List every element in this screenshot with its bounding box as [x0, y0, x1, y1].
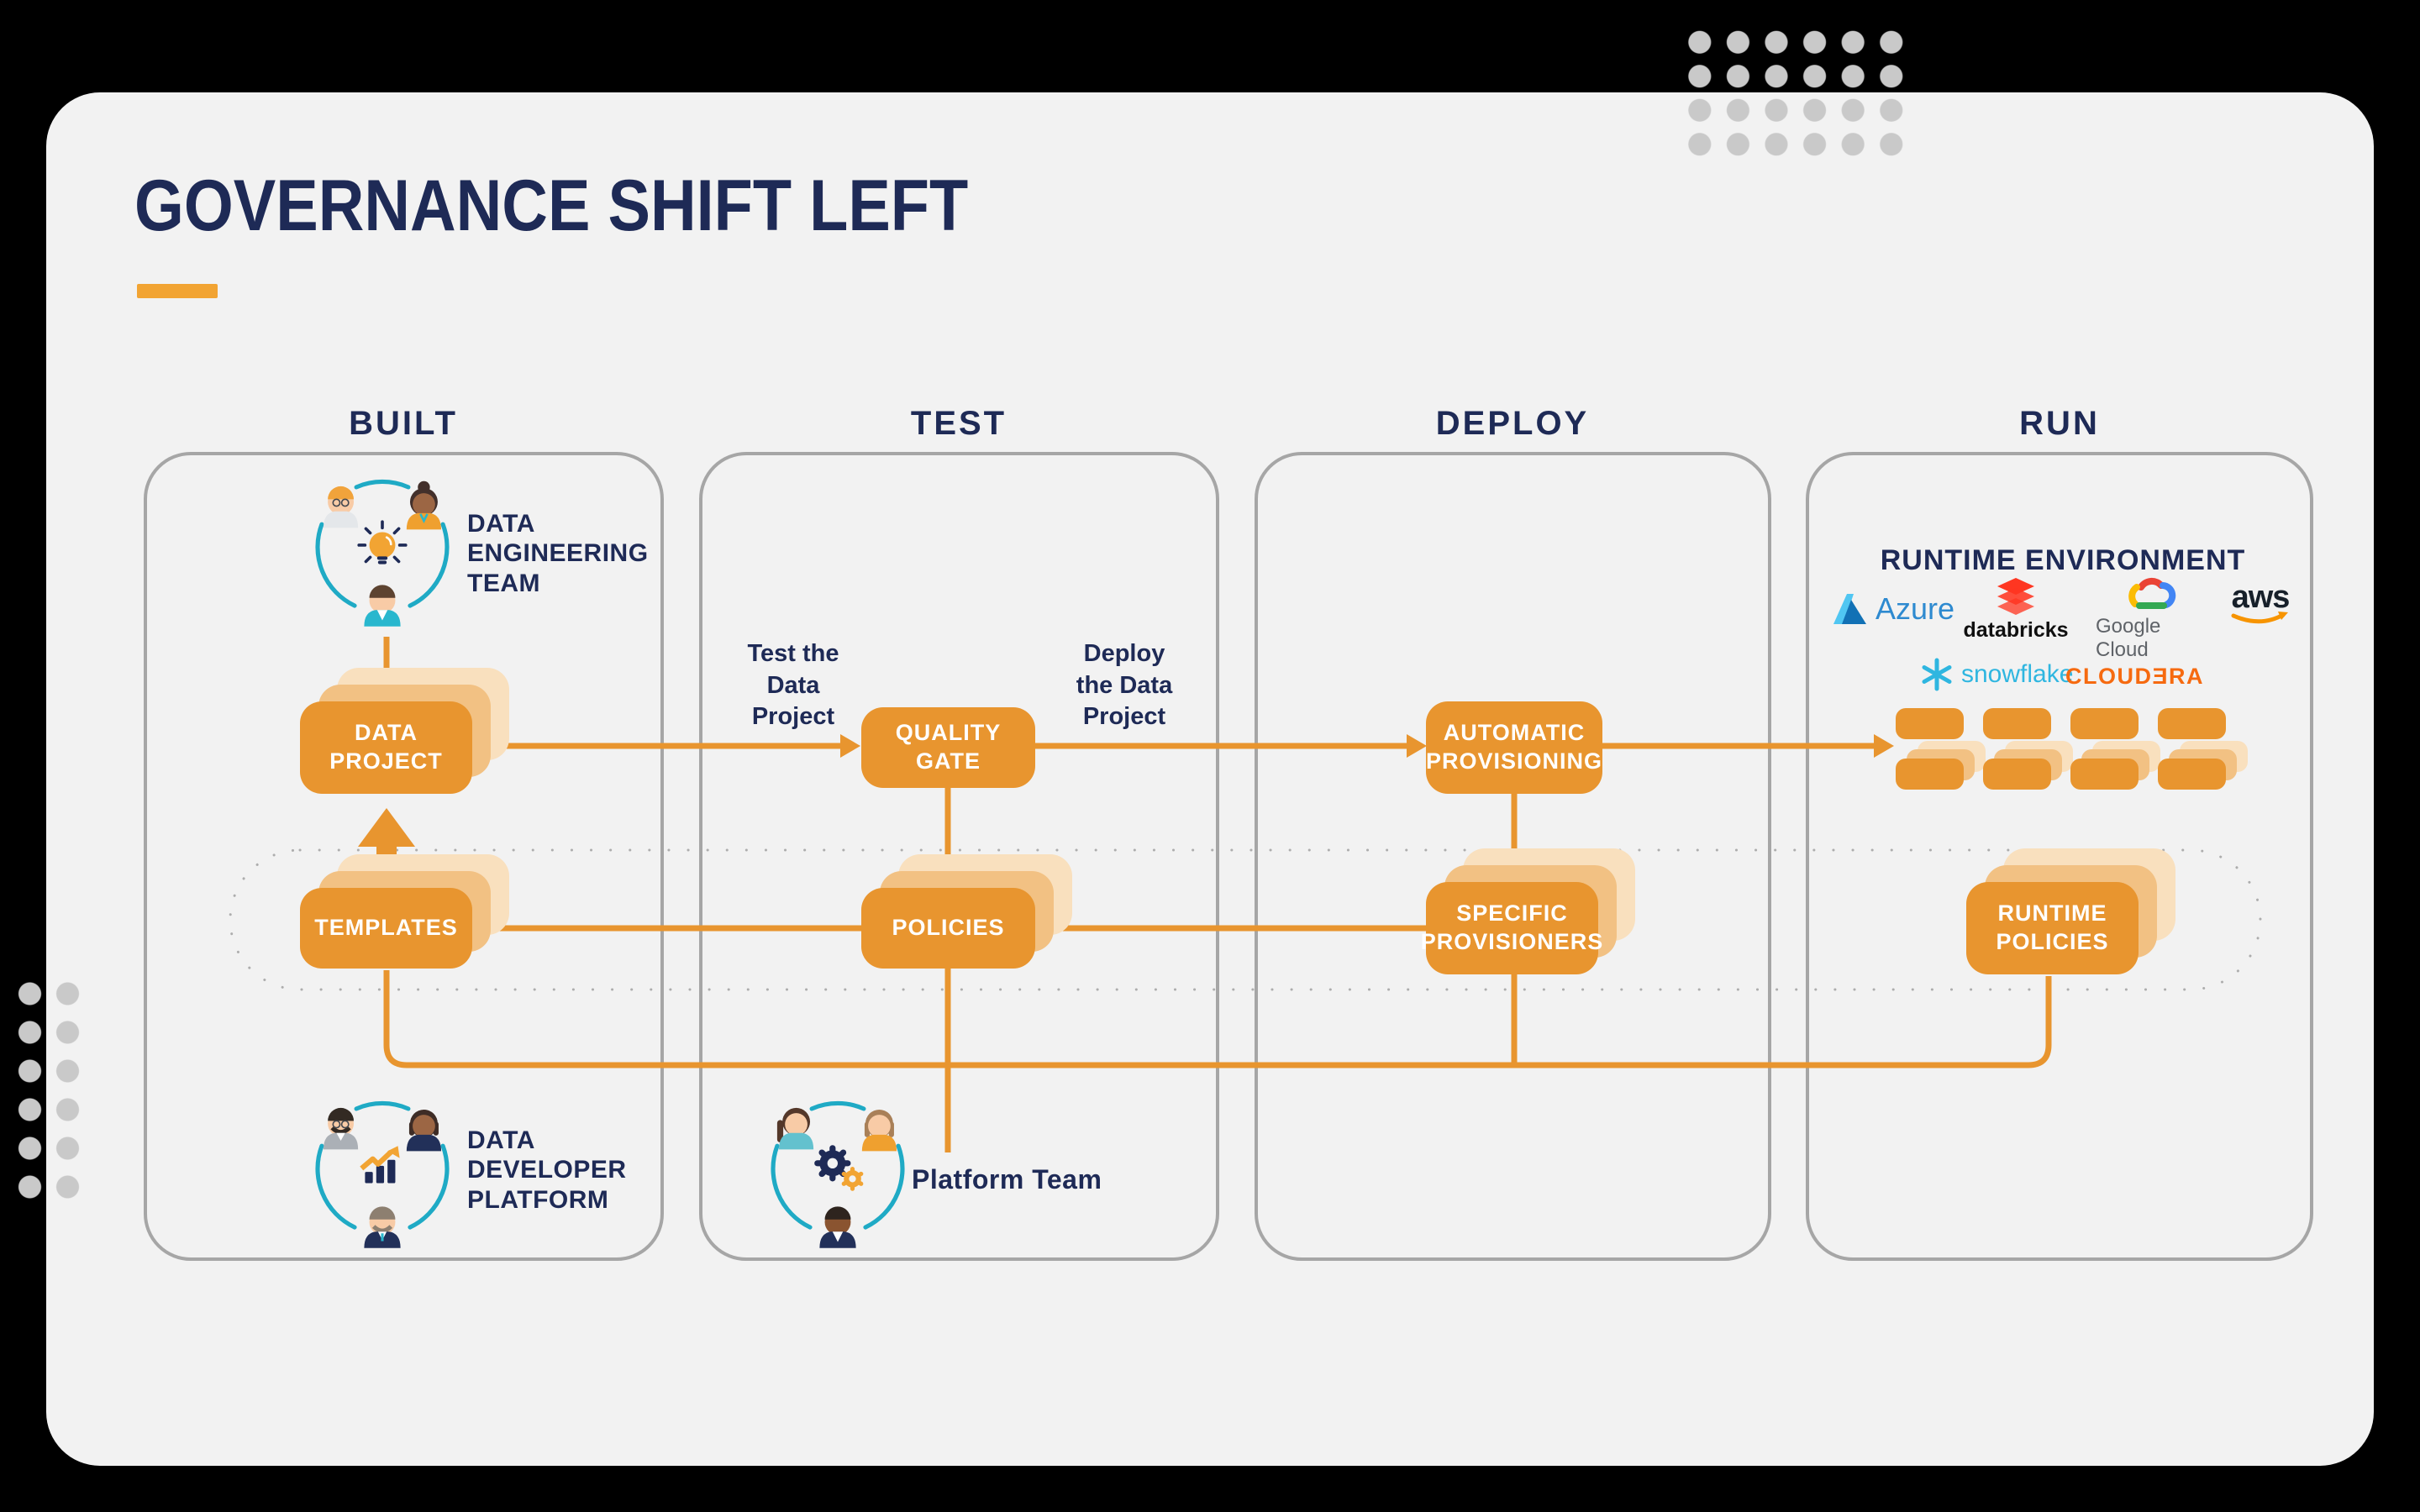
node-policies: POLICIES: [861, 854, 1072, 969]
governance-dotted-band: [229, 848, 2262, 991]
snowflake-label: snowflake: [1961, 660, 2074, 688]
team-circle-arcs: [771, 1100, 905, 1230]
avatar-engineer-female: [406, 480, 442, 530]
team-circle-arcs: [315, 479, 450, 608]
avatar-developer-male: [323, 1107, 359, 1150]
data-developer-platform-icon: [315, 1100, 450, 1248]
avatar-developer-bottom: [364, 1206, 401, 1248]
avatar-platform-female-2: [861, 1109, 897, 1152]
platform-team-icon: [771, 1100, 905, 1248]
node-quality-gate: QUALITY GATE: [861, 707, 1035, 788]
runtime-environment-heading: RUNTIME ENVIRONMENT: [1880, 544, 2246, 576]
avatar-platform-bottom: [819, 1206, 856, 1248]
azure-icon: [1833, 594, 1866, 624]
stage-header-built: BUILT: [349, 405, 458, 442]
node-automatic-provisioning: AUTOMATIC PROVISIONING: [1426, 701, 1602, 794]
runtime-pill-stacked: [2070, 741, 2160, 790]
page-title: GOVERNANCE SHIFT LEFT: [134, 165, 969, 246]
stage-column-test: [699, 452, 1219, 1261]
snowflake-logo: snowflake: [1919, 657, 2073, 692]
runtime-pill-stacked: [2158, 741, 2248, 790]
dot-grid-bottom-left: [11, 974, 87, 1207]
avatar-engineer-male: [323, 486, 359, 528]
aws-logo: aws: [2227, 580, 2294, 627]
node-specific-provisioners: SPECIFIC PROVISIONERS: [1421, 848, 1635, 974]
google-cloud-logo: Google Cloud: [2096, 576, 2205, 662]
gears-icon: [814, 1145, 864, 1191]
stage-header-run: RUN: [2019, 405, 2100, 442]
aws-smile-icon: [2231, 612, 2288, 624]
runtime-pill: [1983, 708, 2051, 739]
stage-header-test: TEST: [910, 405, 1007, 442]
node-runtime-policies: RUNTIME POLICIES: [1966, 848, 2175, 974]
cloudera-logo: CLOUDƎRA: [2065, 664, 2204, 690]
stage-column-run: [1806, 452, 2313, 1261]
arrowhead-to-runtime: [1874, 734, 1894, 758]
stage-column-deploy: [1255, 452, 1771, 1261]
avatar-developer-female: [406, 1109, 442, 1152]
azure-label: Azure: [1876, 591, 1955, 626]
runtime-pill: [2070, 708, 2139, 739]
bottom-feedback-path: [383, 970, 2052, 1068]
node-data-project: DATA PROJECT: [300, 668, 509, 794]
title-underline: [137, 284, 218, 298]
azure-logo: Azure: [1830, 590, 1954, 628]
avatar-engineer-bottom: [364, 585, 401, 627]
stage-header-deploy: DEPLOY: [1435, 405, 1590, 442]
google-cloud-label: Google Cloud: [2096, 615, 2161, 661]
test-annotation: Test the Data Project: [747, 640, 839, 731]
snowflake-icon: [1922, 658, 1952, 691]
platform-team-label: Platform Team: [912, 1164, 1102, 1194]
stage-column-built: [144, 452, 664, 1261]
data-developer-platform-label: DATA DEVELOPER PLATFORM: [467, 1126, 627, 1214]
avatar-platform-female-1: [776, 1107, 814, 1150]
runtime-pill-stacked: [1983, 741, 2073, 790]
databricks-icon: [1997, 578, 2034, 615]
deploy-annotation: Deploy the Data Project: [1076, 640, 1173, 731]
runtime-pill-stacked: [1896, 741, 1986, 790]
team-circle-arcs: [315, 1100, 450, 1230]
runtime-pill: [1896, 708, 1964, 739]
arrowhead-to-quality-gate: [840, 734, 860, 758]
data-engineering-team-icon: [315, 479, 450, 627]
runtime-pill: [2158, 708, 2226, 739]
databricks-logo: databricks: [1963, 578, 2069, 643]
dot-grid-top-right: [1681, 25, 1911, 163]
cloudera-label: CLOUDƎRA: [2065, 664, 2204, 689]
google-cloud-icon: [2128, 577, 2176, 609]
databricks-label: databricks: [1963, 618, 2069, 642]
aws-label: aws: [2231, 580, 2291, 615]
lightbulb-icon: [357, 520, 408, 564]
growth-chart-icon: [360, 1146, 400, 1184]
data-engineering-team-label: DATA ENGINEERING TEAM: [467, 510, 649, 597]
thick-arrow-templates-to-data-project: [358, 808, 415, 889]
node-templates: TEMPLATES: [300, 854, 509, 969]
arrowhead-to-provisioning: [1407, 734, 1427, 758]
